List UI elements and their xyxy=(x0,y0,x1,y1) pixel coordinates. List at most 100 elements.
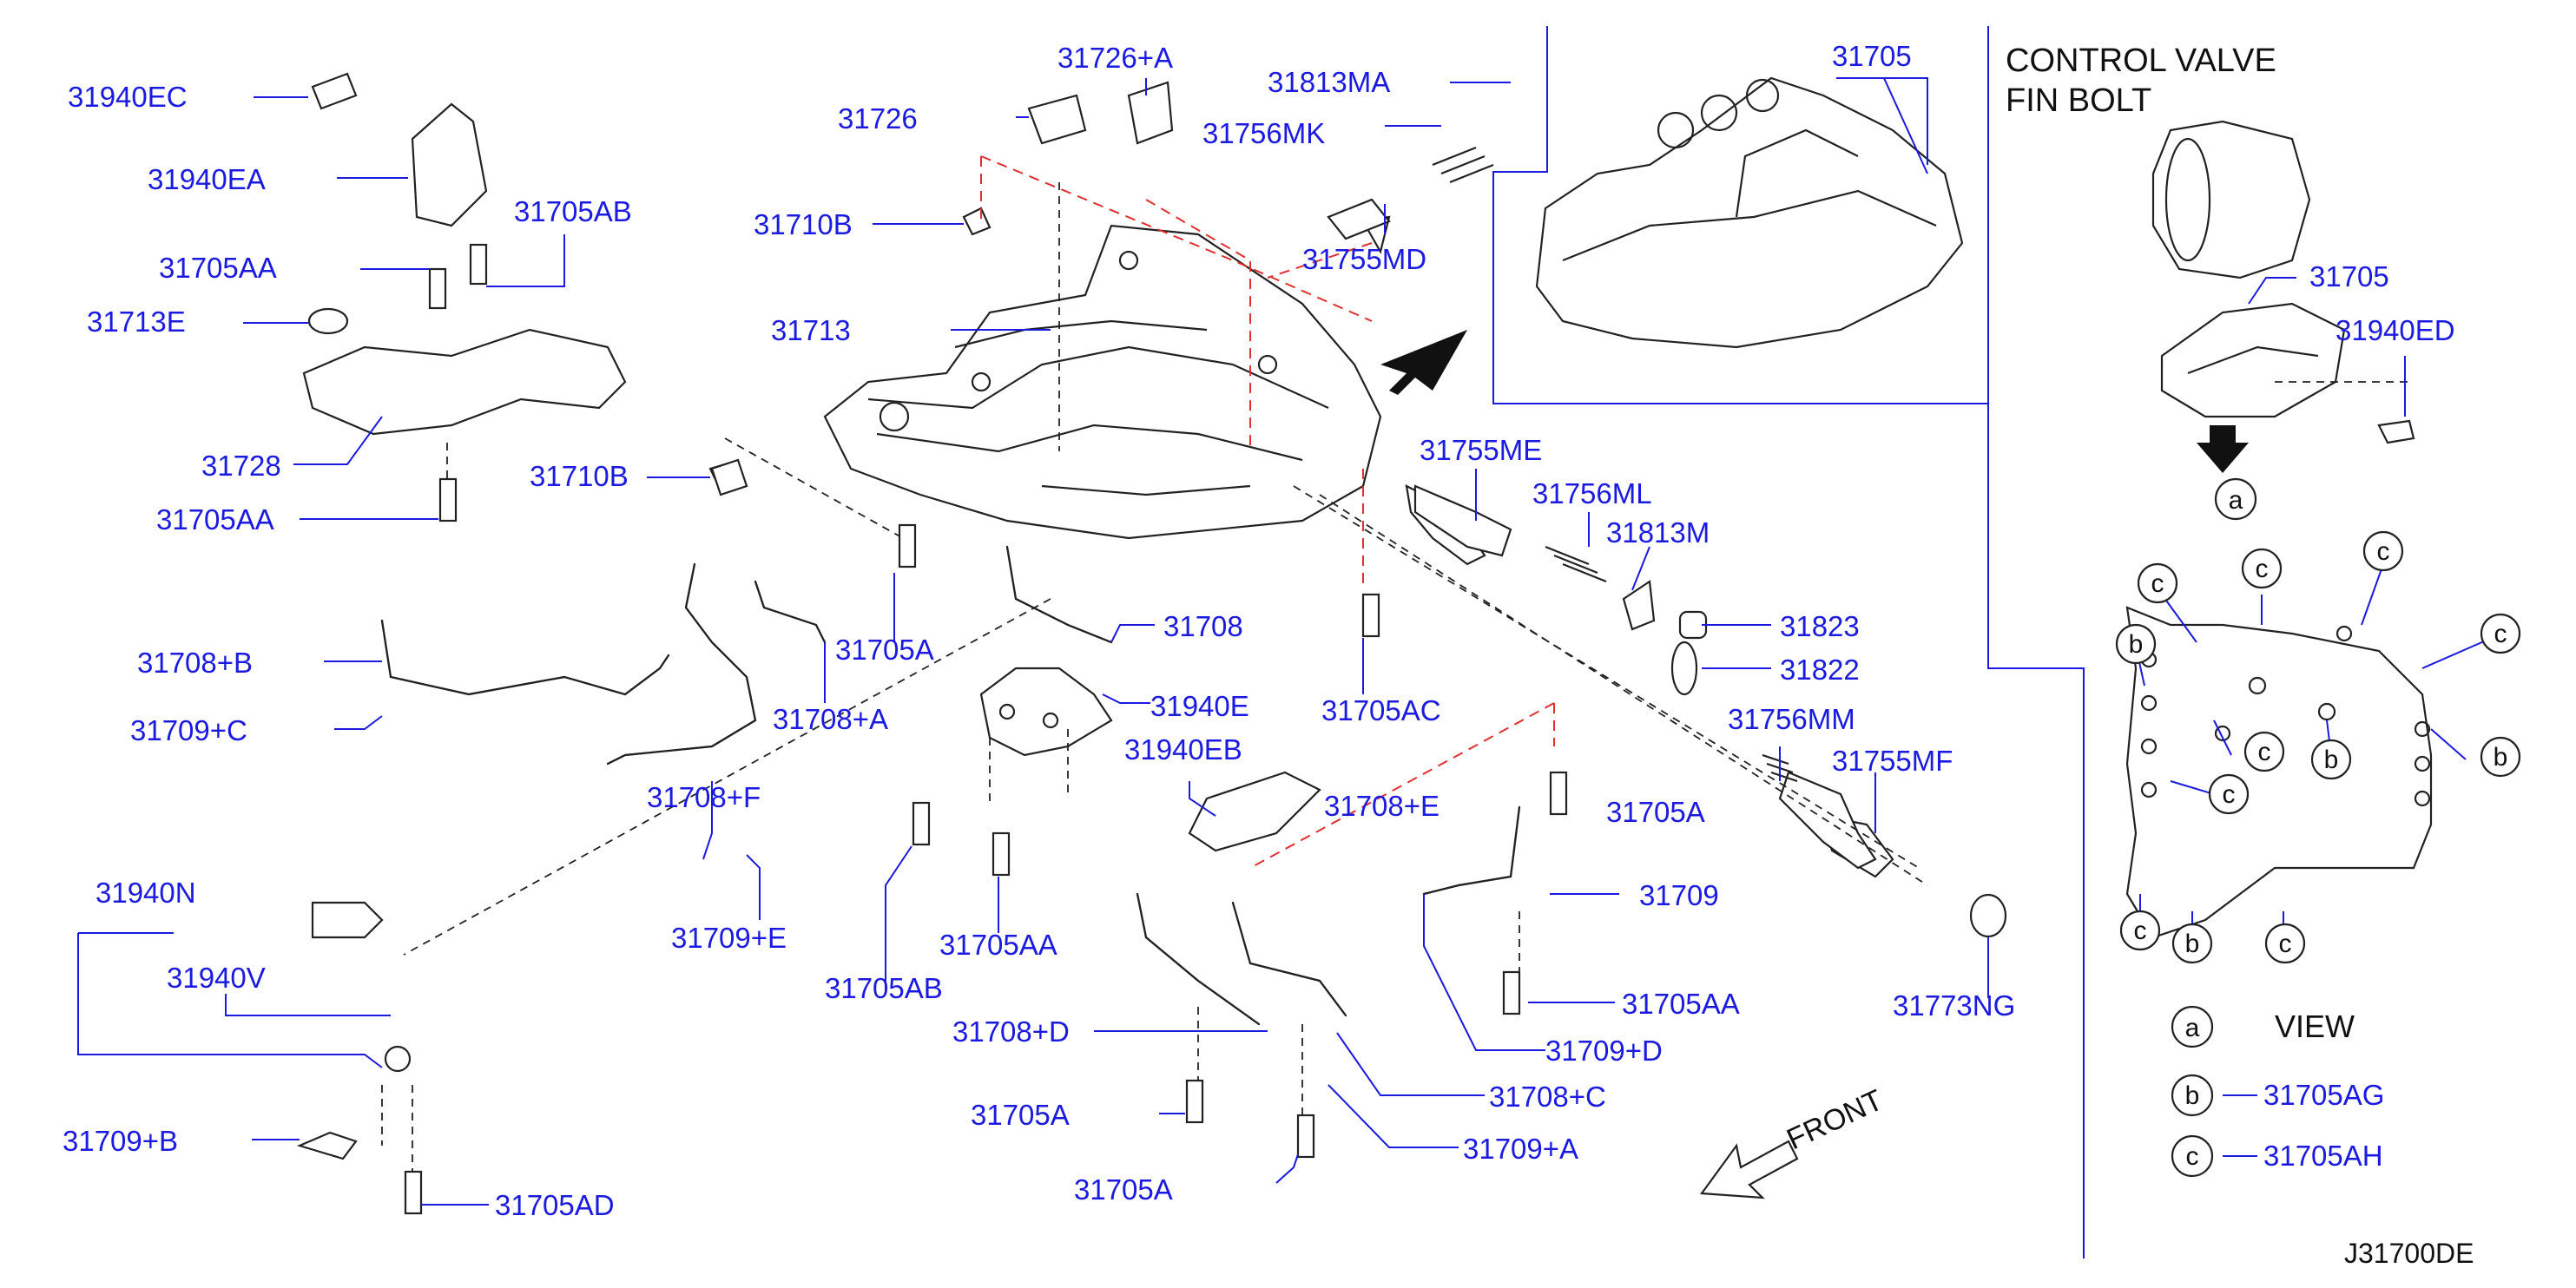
legend-b-part: 31705AG xyxy=(2263,1079,2384,1111)
label-31709: 31709 xyxy=(1639,879,1719,911)
legend-b: b 31705AG xyxy=(2171,1074,2384,1117)
marker-b: b xyxy=(2310,739,2352,780)
alignment-lines xyxy=(381,155,2414,1180)
label-31708E: 31708+E xyxy=(1324,790,1440,822)
legend: a VIEW b 31705AG c 31705AH xyxy=(2171,1005,2384,1178)
label-31940EB: 31940EB xyxy=(1124,733,1242,766)
svg-text:c: c xyxy=(2151,569,2164,598)
label-31940N: 31940N xyxy=(96,877,196,909)
front-label: FRONT xyxy=(1782,1083,1888,1156)
label-31713E: 31713E xyxy=(87,306,186,338)
label-31813M: 31813M xyxy=(1606,516,1710,549)
bracket-illustration xyxy=(1188,771,1321,852)
label-31709E: 31709+E xyxy=(671,922,787,954)
svg-text:c: c xyxy=(2258,738,2271,766)
label-31709B: 31709+B xyxy=(63,1125,178,1157)
label-31940EC: 31940EC xyxy=(68,81,188,113)
label-31823: 31823 xyxy=(1780,610,1860,642)
label-31728: 31728 xyxy=(201,450,281,482)
svg-text:c: c xyxy=(2279,930,2292,958)
marker-b: b xyxy=(2115,623,2157,665)
bolts xyxy=(404,243,1568,1215)
legend-view-text: VIEW xyxy=(2275,1009,2355,1044)
svg-text:c: c xyxy=(2134,917,2147,945)
label-31705AA: 31705AA xyxy=(939,929,1057,961)
svg-text:b: b xyxy=(2494,743,2508,772)
inset-title-line2: FIN BOLT xyxy=(2006,82,2151,119)
label-31708A: 31708+A xyxy=(773,703,888,735)
label-31756ML: 31756ML xyxy=(1532,477,1652,509)
label-31756MM: 31756MM xyxy=(1728,703,1855,735)
label-31708D: 31708+D xyxy=(952,1015,1070,1048)
marker-c: c xyxy=(2362,530,2404,572)
direction-arrow-icon xyxy=(1380,330,1467,395)
marker-c: c xyxy=(2264,923,2306,964)
legend-c-part: 31705AH xyxy=(2263,1140,2383,1172)
label-31705AC: 31705AC xyxy=(1321,694,1441,726)
label-31940E: 31940E xyxy=(1150,690,1249,722)
label-31726: 31726 xyxy=(838,102,918,135)
label-31822: 31822 xyxy=(1780,654,1860,686)
label-31709A: 31709+A xyxy=(1463,1133,1578,1165)
svg-text:c: c xyxy=(2256,555,2269,583)
label-31940ED: 31940ED xyxy=(2336,314,2455,346)
label-31705AA: 31705AA xyxy=(1622,988,1740,1020)
label-31705A: 31705A xyxy=(1606,796,1705,828)
label-31709D: 31709+D xyxy=(1545,1035,1663,1067)
label-31705AD: 31705AD xyxy=(495,1189,615,1221)
view-arrow-icon xyxy=(2197,425,2249,473)
spool-valves xyxy=(1327,146,1877,870)
label-31755MD: 31755MD xyxy=(1302,243,1426,275)
label-31708B: 31708+B xyxy=(137,647,253,679)
marker-c: c xyxy=(2480,613,2521,654)
marker-b: b xyxy=(2480,736,2521,778)
transmission-illustration xyxy=(2151,120,2415,473)
label-31708: 31708 xyxy=(1163,610,1243,642)
svg-text:c: c xyxy=(2186,1142,2199,1171)
marker-c: c xyxy=(2243,731,2285,772)
label-31705AB: 31705AB xyxy=(825,972,943,1004)
label-31705AA: 31705AA xyxy=(159,252,277,284)
label-31705-inset: 31705 xyxy=(1832,40,1912,72)
view-markers: a c c c c b c c b b c b c xyxy=(2115,477,2521,964)
marker-b: b xyxy=(2171,923,2213,964)
bolt-layout-outline xyxy=(2125,606,2433,939)
label-31705AB: 31705AB xyxy=(514,195,632,227)
label-31773NG: 31773NG xyxy=(1893,989,2015,1022)
legend-c: c 31705AH xyxy=(2171,1134,2383,1178)
label-31705A: 31705A xyxy=(1074,1173,1173,1206)
marker-a: a xyxy=(2214,477,2257,521)
label-31726A: 31726+A xyxy=(1057,42,1173,74)
front-arrow-icon xyxy=(1699,1140,1799,1199)
marker-c: c xyxy=(2119,910,2161,951)
label-31705AA: 31705AA xyxy=(156,503,274,536)
label-31708C: 31708+C xyxy=(1489,1081,1606,1113)
svg-text:c: c xyxy=(2377,537,2390,566)
label-31940EA: 31940EA xyxy=(148,163,266,195)
marker-c: c xyxy=(2241,548,2283,589)
label-31709C: 31709+C xyxy=(130,714,247,746)
inset-frames xyxy=(1492,26,2085,1258)
marker-c: c xyxy=(2208,773,2250,815)
inset-title-line1: CONTROL VALVE xyxy=(2006,43,2276,79)
svg-text:c: c xyxy=(2494,620,2507,648)
label-31710B: 31710B xyxy=(530,460,629,492)
leader-lines xyxy=(77,77,2493,1206)
label-31705A: 31705A xyxy=(835,634,934,666)
svg-text:a: a xyxy=(2185,1014,2200,1042)
pipe-illustrations xyxy=(380,545,1521,1026)
inset-valve-illustration xyxy=(1535,76,1964,349)
svg-text:b: b xyxy=(2129,630,2144,659)
label-31813MA: 31813MA xyxy=(1268,66,1390,98)
label-31755ME: 31755ME xyxy=(1420,434,1542,466)
label-31940V: 31940V xyxy=(167,962,266,994)
label-31705A: 31705A xyxy=(971,1099,1070,1131)
svg-text:a: a xyxy=(2229,486,2243,515)
svg-text:b: b xyxy=(2185,930,2200,958)
svg-text:c: c xyxy=(2223,780,2236,809)
svg-text:b: b xyxy=(2185,1081,2200,1110)
label-31755MF: 31755MF xyxy=(1832,745,1953,777)
label-31710B: 31710B xyxy=(754,208,853,240)
separator-plate-illustration xyxy=(979,667,1113,757)
